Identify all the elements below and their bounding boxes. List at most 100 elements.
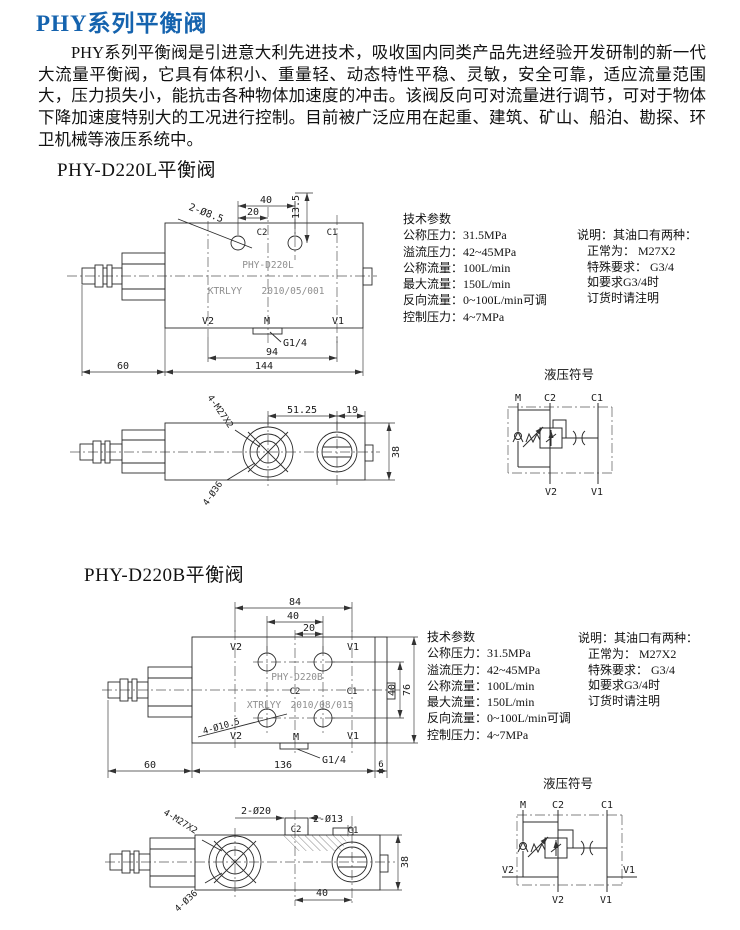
spec-label: 公称流量： <box>403 260 464 275</box>
specs-title: 技术参数 <box>403 212 452 226</box>
port-dia-label-B: 4-Ø36 <box>173 888 200 915</box>
dimension-lines-B <box>107 602 418 903</box>
maker-stamp-B: XTRLYY <box>247 700 282 711</box>
note-line: 如要求G3/4时 <box>587 275 660 290</box>
port-c2-label-L: C2 <box>257 228 268 238</box>
dim-body-length-L: 144 <box>255 361 273 372</box>
port-v2-label-L: V2 <box>202 316 214 327</box>
symbol-port-m-L: M <box>515 393 521 404</box>
spec-row: 溢流压力：42~45MPa <box>427 662 571 678</box>
port-m-label-B: M <box>293 732 299 743</box>
dim-adjuster-length-B: 60 <box>144 760 156 771</box>
valve-body-side-view-L <box>81 218 373 343</box>
spec-label: 反向流量： <box>427 711 488 726</box>
symbol-port-c2-B: C2 <box>552 800 564 811</box>
port-v2-bottom-label-B: V2 <box>230 731 242 742</box>
spec-value: 4~7MPa <box>487 727 529 742</box>
dim-body-width-L: 38 <box>391 446 402 458</box>
valve-body-main-view-B <box>107 636 396 759</box>
dim-adjuster-length-L: 60 <box>117 361 129 372</box>
spec-label: 反向流量： <box>403 293 464 308</box>
port-v1-top-label-B: V1 <box>347 642 359 653</box>
note-line: 正常为： M27X2 <box>587 243 676 258</box>
spec-label: 最大流量： <box>427 695 488 710</box>
cbore13-label-B: 2-Ø13 <box>313 813 343 825</box>
specs-block-B: 技术参数 公称压力：31.5MPa 溢流压力：42~45MPa 公称流量：100… <box>427 629 571 743</box>
spec-value: 0~100L/min可调 <box>487 711 571 726</box>
port-v2-top-label-B: V2 <box>230 642 242 653</box>
dim-port-span-L: 94 <box>266 347 278 358</box>
note-line: 正常为： M27X2 <box>588 646 677 661</box>
spec-value: 31.5MPa <box>487 646 531 661</box>
maker-stamp-L: KTRLYY <box>208 286 243 297</box>
spec-value: 150L/min <box>463 277 511 292</box>
dim-row-spacing-B: 40 <box>387 684 398 696</box>
symbol-port-c1-L: C1 <box>591 393 603 404</box>
symbol-boundary-L <box>507 406 613 474</box>
note-line: 如要求G3/4时 <box>588 678 661 693</box>
specs-block-L: 技术参数 公称压力：31.5MPa 溢流压力：42~45MPa 公称流量：100… <box>403 211 547 325</box>
spec-label: 控制压力： <box>403 309 464 324</box>
valve-body-bottom-view-L <box>79 422 374 481</box>
dim-hole-spacing-L: 40 <box>260 195 272 206</box>
symbol-port-v2-bottom-B: V2 <box>552 895 564 906</box>
symbol-port-v1-L: V1 <box>591 487 603 498</box>
dim-hole-offset-L: 13.5 <box>291 195 302 219</box>
spec-value: 42~45MPa <box>463 244 517 259</box>
date-stamp-L: 2010/05/001 <box>262 286 325 297</box>
symbol-port-m-B: M <box>520 800 526 811</box>
dim-body-width-B: 38 <box>400 856 411 868</box>
port-c1-label-L: C1 <box>327 228 338 238</box>
hydraulic-symbol-B: 液压符号 M C2 C1 V2 <box>502 776 637 906</box>
symbol-title-L: 液压符号 <box>544 367 594 382</box>
port-c1-label-B: C1 <box>347 687 358 697</box>
spec-value: 100L/min <box>487 678 535 693</box>
spec-label: 控制压力： <box>427 727 488 742</box>
cbore20-label-B: 2-Ø20 <box>241 805 271 817</box>
symbol-port-v1-bottom-B: V1 <box>600 895 612 906</box>
notes-title: 说明：其油口有两种： <box>577 228 698 242</box>
port-v1-bottom-label-B: V1 <box>347 731 359 742</box>
model-stamp-L: PHY-D220L <box>242 260 294 271</box>
spec-row: 控制压力：4~7MPa <box>403 309 547 325</box>
symbol-boundary-B <box>516 814 623 886</box>
dim-port-spacing-L: 51.25 <box>287 405 317 416</box>
dim-body-height-B: 76 <box>402 684 413 696</box>
section-heading-d220l: PHY-D220L平衡阀 <box>57 160 217 181</box>
model-stamp-B: PHY-D220B <box>271 672 323 683</box>
symbol-port-v2-L: V2 <box>545 487 557 498</box>
port-dia-label-L: 4-Ø36 <box>201 479 226 508</box>
symbol-port-c1-B: C1 <box>601 800 613 811</box>
spec-value: 42~45MPa <box>487 662 541 677</box>
section-heading-d220b: PHY-D220B平衡阀 <box>84 565 245 586</box>
symbol-port-v2-side-B: V2 <box>502 865 514 876</box>
drawing-phy-d220b: 84 40 20 V2 V1 PHY-D220B C2 C1 XTRLYY 20… <box>102 597 418 915</box>
spec-value: 0~100L/min可调 <box>463 293 547 308</box>
spec-label: 最大流量： <box>403 277 464 292</box>
mount-holes-label-L: 2-Ø8.5 <box>187 201 225 225</box>
valve-body-bottom-view-B <box>109 817 389 891</box>
spec-value: 150L/min <box>487 695 535 710</box>
spec-row: 反向流量：0~100L/min可调 <box>403 292 547 308</box>
drawing-phy-d220l: 40 20 13.5 2-Ø8.5 C2 C1 PHY-D220L KTRLYY… <box>67 192 402 508</box>
spec-row: 控制压力：4~7MPa <box>427 727 571 743</box>
note-line: 特殊要求： G3/4 <box>588 662 676 677</box>
note-line: 特殊要求： G3/4 <box>587 259 675 274</box>
port-c1-label2-B: C1 <box>348 826 359 836</box>
symbol-title-B: 液压符号 <box>543 776 593 791</box>
spec-row: 公称压力：31.5MPa <box>427 645 571 661</box>
spec-row: 最大流量：150L/min <box>427 694 571 710</box>
spec-value: 4~7MPa <box>463 309 505 324</box>
spec-label: 溢流压力： <box>427 662 488 677</box>
spec-row: 公称压力：31.5MPa <box>403 227 547 243</box>
dim-port40-B: 40 <box>316 888 328 899</box>
symbol-port-c2-L: C2 <box>544 393 556 404</box>
notes-block-B: 说明：其油口有两种： 正常为： M27X2 特殊要求： G3/4 如要求G3/4… <box>578 631 698 710</box>
date-stamp-B: 2010/08/015 <box>291 700 354 711</box>
spec-label: 公称流量： <box>427 678 488 693</box>
symbol-circuit-B <box>502 810 637 892</box>
gauge-port-label-L: G1/4 <box>283 338 307 349</box>
spec-row: 溢流压力：42~45MPa <box>403 244 547 260</box>
note-line: 订货时请注明 <box>587 291 660 306</box>
